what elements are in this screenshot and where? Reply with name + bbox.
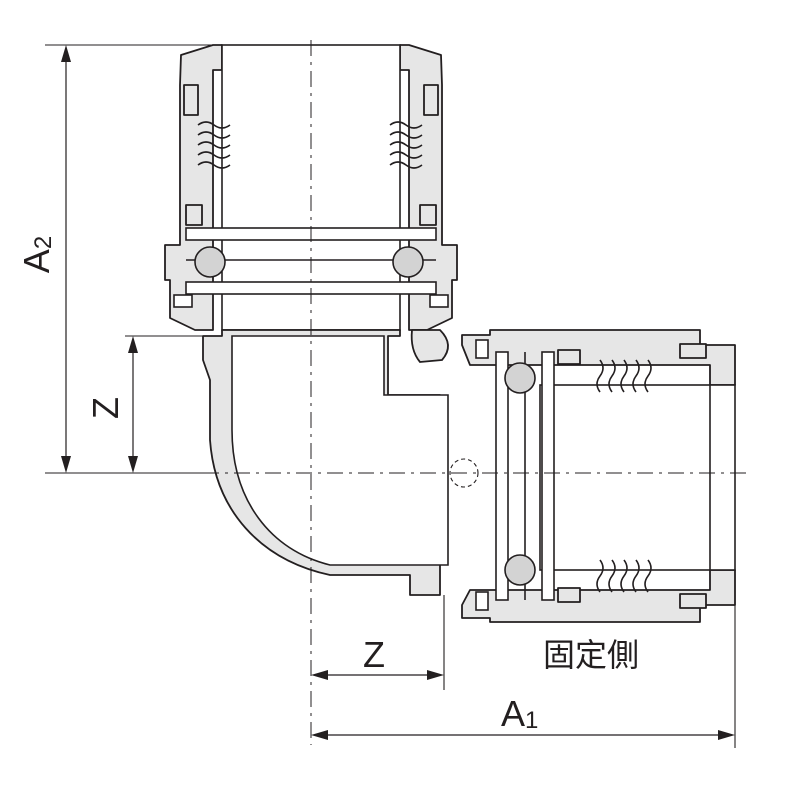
right-ball-bottom [504,554,536,586]
right-bore [539,384,736,571]
top-lock-right [423,84,439,116]
dimension-a1-label: A1 [501,693,539,735]
top-thread-right [389,121,423,169]
right-clip-bottom [475,591,489,611]
right-ball-top [504,362,536,394]
top-ball-left [194,246,226,278]
right-clip-top [475,339,489,359]
right-sleeve-top [557,349,581,365]
dimension-z-horizontal [311,595,445,690]
top-clip-left [173,294,193,308]
dimension-a2 [45,44,215,474]
elbow-corner-lug [410,329,449,363]
top-sleeve-left [185,204,203,226]
right-coupling [449,329,736,623]
dimension-a1 [311,605,736,748]
hidden-vent-hole [449,458,479,488]
dimension-z-horizontal-label: Z [363,634,385,675]
right-sleeve-bottom [557,587,581,603]
dimension-z-vertical-label: Z [85,397,126,419]
fixed-side-label: 固定側 [543,636,640,674]
elbow-body [202,329,449,596]
right-ring-band-left [495,351,509,601]
right-thread-bottom [596,559,652,593]
right-lock-top [679,343,707,359]
dimension-a2-label: A2 [16,235,58,274]
top-thread-left [197,121,231,169]
elbow-inner-bore [231,335,449,566]
top-clip-right [429,294,449,308]
right-ring-band-right [541,351,555,601]
right-thread-top [596,359,652,393]
top-lock-left [183,84,199,116]
top-ball-right [392,246,424,278]
right-lock-bottom [679,593,707,609]
top-sleeve-right [419,204,437,226]
dimension-z-vertical [125,335,222,473]
